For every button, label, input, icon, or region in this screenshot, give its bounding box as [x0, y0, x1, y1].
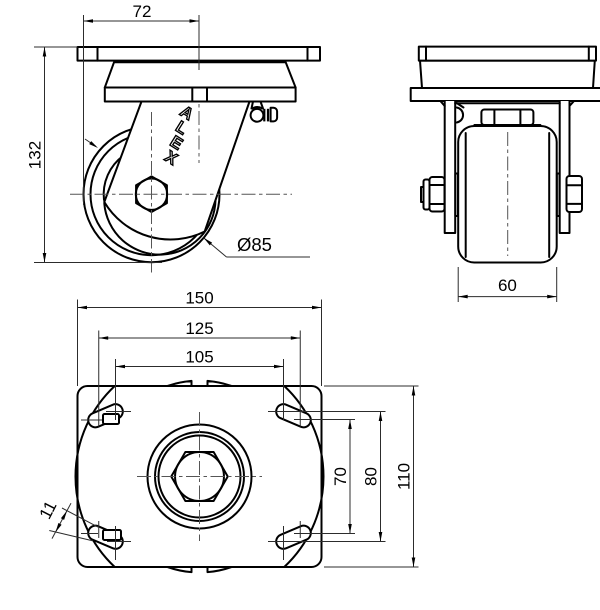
svg-text:60: 60: [498, 276, 517, 295]
svg-text:Ø85: Ø85: [237, 234, 272, 255]
svg-text:70: 70: [331, 467, 350, 486]
svg-text:105: 105: [185, 348, 213, 367]
svg-text:72: 72: [133, 2, 152, 21]
svg-text:80: 80: [362, 467, 381, 486]
svg-text:132: 132: [26, 141, 45, 169]
svg-text:110: 110: [395, 463, 414, 490]
svg-text:150: 150: [185, 289, 213, 308]
svg-text:125: 125: [185, 319, 213, 338]
